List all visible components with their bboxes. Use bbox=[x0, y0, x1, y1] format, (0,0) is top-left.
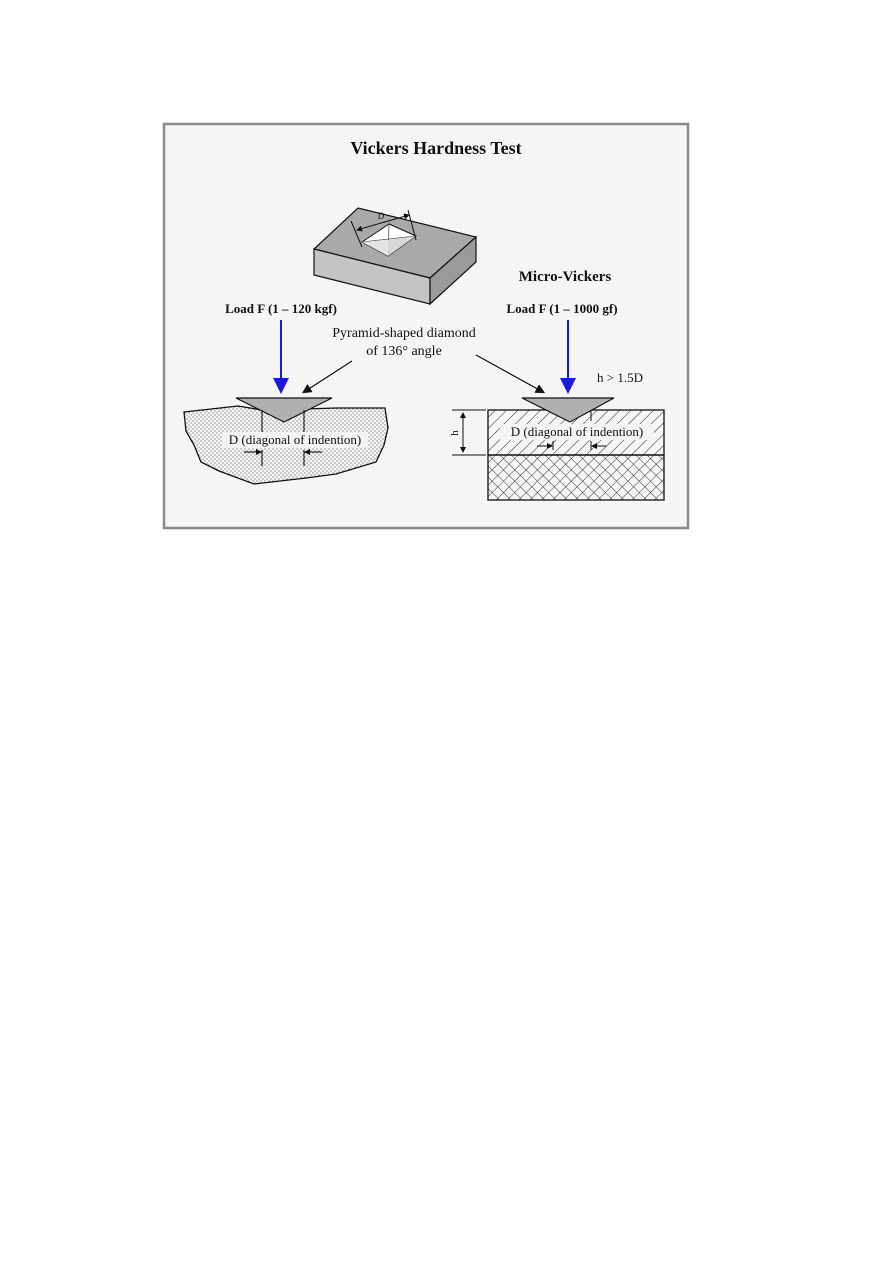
right-substrate bbox=[487, 454, 665, 501]
diag-right-label: D (diagonal of indention) bbox=[511, 424, 644, 439]
diag-left-label: D (diagonal of indention) bbox=[229, 432, 362, 447]
indenter-pointer-right bbox=[475, 354, 546, 394]
figure-title: Vickers Hardness Test bbox=[350, 138, 521, 158]
load-left-label: Load F (1 – 120 kgf) bbox=[225, 301, 337, 316]
thickness-label: h bbox=[449, 430, 461, 436]
micro-vickers-heading: Micro-Vickers bbox=[519, 269, 612, 285]
indenter-label-line1: Pyramid-shaped diamond bbox=[332, 326, 475, 341]
diamond-right bbox=[521, 397, 615, 423]
specimen-block: D bbox=[312, 207, 478, 306]
indenter-label-line2: of 136° angle bbox=[366, 344, 442, 359]
indenter-pointer-left bbox=[301, 360, 353, 394]
block-dim-ext-left bbox=[350, 220, 363, 248]
diamond-left bbox=[235, 397, 333, 423]
block-dim-arrow bbox=[356, 213, 410, 232]
block-dim-label: D bbox=[378, 211, 385, 221]
load-right-label: Load F (1 – 1000 gf) bbox=[506, 301, 617, 316]
thickness-rule: h > 1.5D bbox=[597, 370, 643, 385]
